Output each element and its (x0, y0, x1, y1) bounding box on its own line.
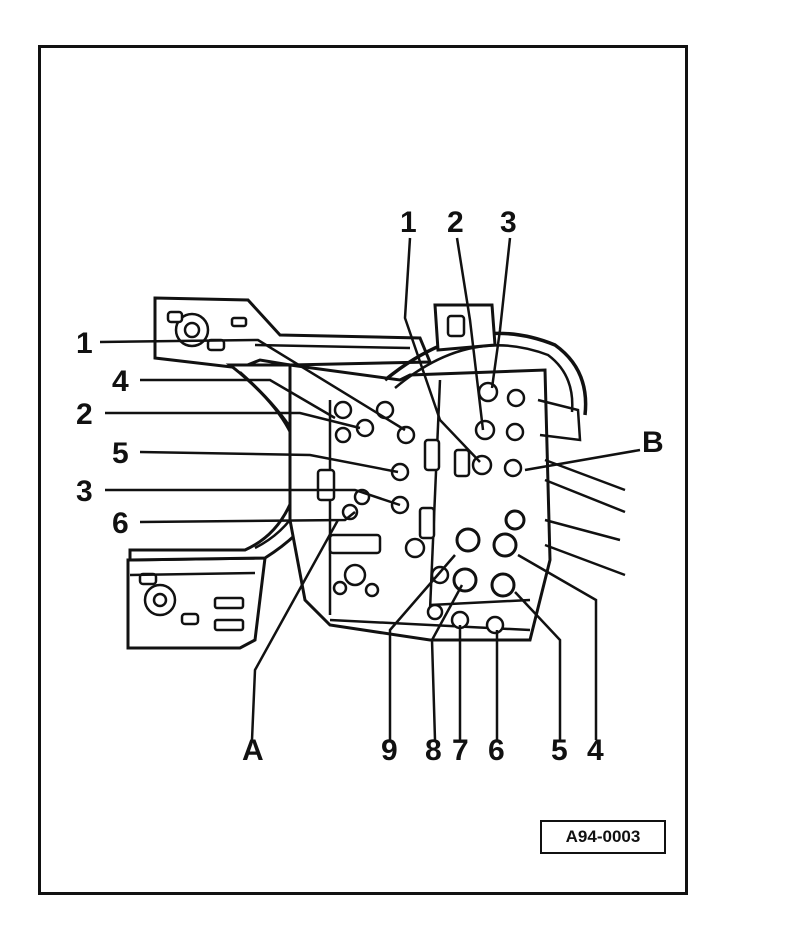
left-socket-group (333, 400, 416, 521)
callout-bottom-5: 5 (551, 734, 568, 767)
callout-bottom-8: 8 (425, 734, 442, 767)
upper-bracket (153, 296, 433, 370)
left-callouts: 1 4 2 5 3 6 (76, 327, 129, 540)
callout-bottom-9: 9 (381, 734, 398, 767)
callout-left-6: 6 (112, 507, 129, 540)
top-callouts: 1 2 3 (400, 206, 517, 239)
callout-bottom-a: A (242, 734, 264, 767)
callout-top-1: 1 (400, 206, 417, 239)
callout-top-2: 2 (447, 206, 464, 239)
bottom-callouts: A 9 8 7 6 5 4 (242, 734, 604, 767)
callout-left-3: 3 (76, 475, 93, 508)
callout-bottom-7: 7 (452, 734, 469, 767)
callout-left-4: 4 (112, 365, 129, 398)
lower-bracket (126, 556, 267, 650)
callout-bottom-6: 6 (488, 734, 505, 767)
callout-bottom-4: 4 (587, 734, 604, 767)
leader-lines (99, 237, 641, 741)
callout-left-5: 5 (112, 437, 129, 470)
callout-left-1: 1 (76, 327, 93, 360)
reference-code: A94-0003 (565, 827, 641, 846)
reference-code-box: A94-0003 (540, 820, 666, 854)
right-socket-group (404, 381, 526, 635)
callout-left-2: 2 (76, 398, 93, 431)
callout-top-3: 3 (500, 206, 517, 239)
callout-b: B (642, 426, 664, 459)
